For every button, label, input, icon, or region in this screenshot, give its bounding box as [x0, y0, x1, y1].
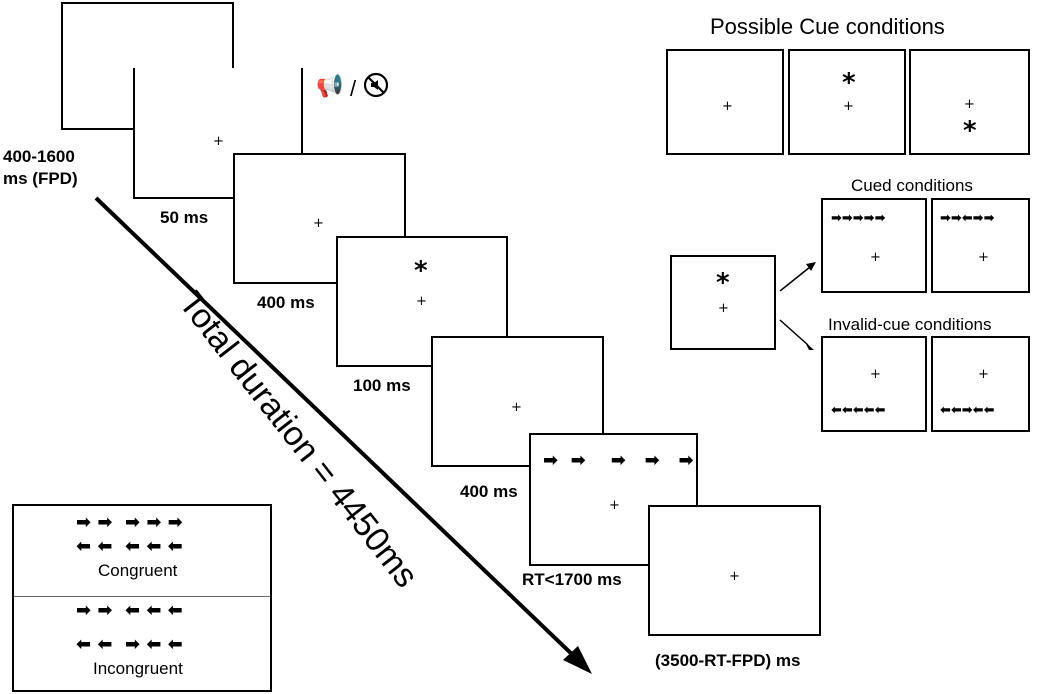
fixation-cross: +	[843, 99, 854, 114]
cue-conditions-title: Possible Cue conditions	[710, 14, 945, 39]
cue-none-frame	[666, 49, 784, 155]
invalid-arrows-2: ⬅⬅➡⬅⬅	[940, 403, 995, 418]
warning-duration-label: 50 ms	[160, 208, 209, 227]
legend-divider	[14, 596, 270, 597]
cue-bottom-frame	[909, 49, 1030, 155]
incongruent-row-bottom: ⬅ ⬅ ➡ ⬅ ⬅	[76, 634, 183, 655]
invalid-frame-1	[821, 336, 927, 432]
cue-asterisk: *	[963, 116, 977, 146]
incongruent-label: Incongruent	[93, 659, 183, 678]
cue-asterisk: *	[842, 68, 856, 98]
fixation-cross: +	[978, 250, 989, 265]
final-duration-label: (3500-RT-FPD) ms	[655, 651, 801, 670]
fixation-cross: +	[964, 97, 975, 112]
cue-asterisk: *	[414, 256, 428, 286]
cue-duration-label: 100 ms	[353, 376, 411, 395]
fixation-cross: +	[511, 400, 522, 415]
incongruent-row-top: ➡ ➡ ⬅ ⬅ ⬅	[76, 600, 183, 621]
target-flanker-arrows: ➡ ➡ ➡ ➡ ➡	[543, 450, 694, 471]
cue-asterisk: *	[716, 268, 730, 298]
fixation-cross: +	[729, 569, 740, 584]
invalid-frame-2	[931, 336, 1030, 432]
fixation-cross: +	[870, 367, 881, 382]
fixation-cross: +	[313, 216, 324, 231]
congruent-row-top: ➡ ➡ ➡ ➡ ➡	[76, 512, 183, 533]
cued-frame-1	[821, 198, 927, 293]
invalid-arrows-1: ⬅⬅⬅⬅⬅	[831, 403, 886, 418]
fixation-cross: +	[213, 134, 224, 149]
congruent-label: Congruent	[98, 561, 178, 580]
flanker-legend	[12, 504, 272, 692]
fixation-cross: +	[416, 294, 427, 309]
cue-example-frame	[670, 255, 776, 350]
cued-arrows-2: ➡➡⬅➡➡	[940, 211, 995, 226]
post-cue-duration-label: 400 ms	[460, 482, 518, 501]
fixation-cross: +	[870, 250, 881, 265]
cued-conditions-title: Cued conditions	[851, 176, 973, 195]
fixation-cross: +	[978, 367, 989, 382]
fixation-cross: +	[609, 498, 620, 513]
cued-frame-2	[931, 198, 1030, 293]
invalid-cue-conditions-title: Invalid-cue conditions	[828, 315, 992, 334]
target-duration-label: RT<1700 ms	[522, 570, 622, 589]
frame-final	[648, 505, 821, 636]
sound-on-icon: 📢	[316, 74, 344, 99]
congruent-row-bottom: ⬅ ⬅ ⬅ ⬅ ⬅	[76, 536, 183, 557]
cued-arrows-1: ➡➡➡➡➡	[831, 211, 886, 226]
fixation-cross: +	[718, 301, 729, 316]
cue-top-frame	[788, 49, 906, 155]
pre-cue-duration-label: 400 ms	[257, 293, 315, 312]
sound-off-icon	[363, 72, 389, 98]
fixation-cross: +	[722, 99, 733, 114]
fpd-duration-label: 400-1600 ms (FPD)	[3, 147, 78, 188]
sound-separator: /	[350, 76, 357, 101]
